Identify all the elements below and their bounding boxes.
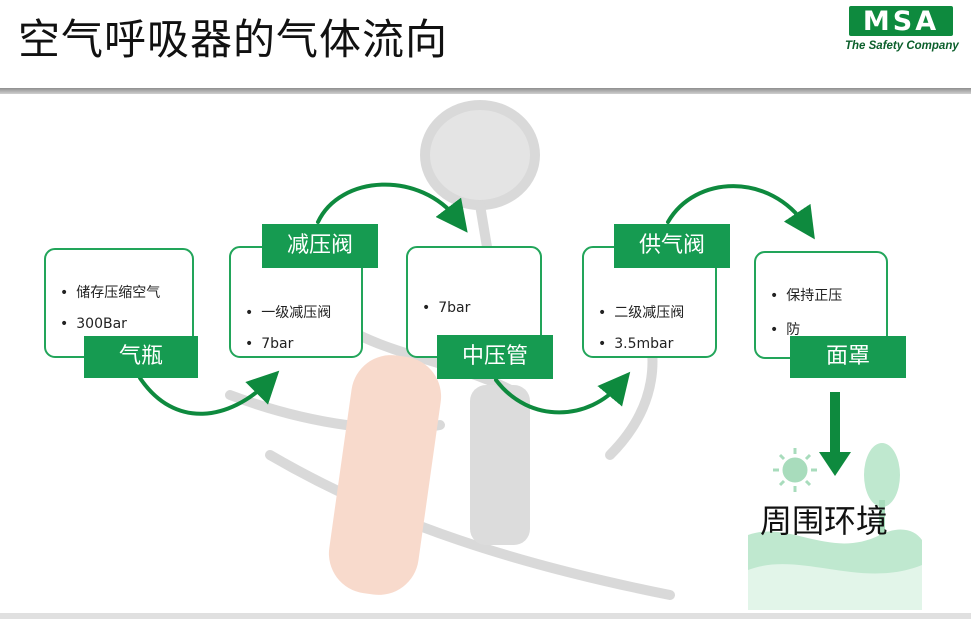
arrow-icon (316, 182, 468, 233)
bullet-text: 保持正压 (770, 285, 842, 305)
flow-label-cylinder: 气瓶 (84, 336, 198, 378)
bullet-text: 3.5mbar (598, 336, 684, 352)
flow-label-medium-pressure-hose: 中压管 (437, 335, 553, 379)
flow-label-face-mask: 面罩 (790, 336, 906, 378)
header-divider (0, 88, 971, 94)
slide-header: 空气呼吸器的气体流向 MSA The Safety Company (0, 0, 971, 88)
arrow-icon (830, 392, 840, 454)
bullet-text: 300Bar (60, 316, 160, 332)
tree-icon (864, 443, 900, 540)
slide-footer (0, 613, 971, 619)
arrow-icon (819, 452, 851, 476)
flow-card-face-mask: 保持正压 防 (754, 251, 888, 359)
logo-mark: MSA (849, 6, 953, 37)
bullet-text: 二级减压阀 (598, 302, 684, 322)
bullet-text: 7bar (245, 336, 331, 352)
sun-icon (773, 448, 817, 492)
arrow-icon (666, 184, 815, 240)
bullet-text: 7bar (422, 300, 470, 316)
logo-tagline: The Safety Company (845, 40, 959, 52)
arrow-icon (494, 371, 631, 415)
environment-illustration (748, 443, 922, 610)
bullet-text: 防 (770, 319, 842, 339)
bullet-text: 储存压缩空气 (60, 282, 160, 302)
flow-label-demand-valve: 供气阀 (614, 224, 730, 268)
flow-label-pressure-reducer: 减压阀 (262, 224, 378, 268)
msa-logo: MSA The Safety Company (845, 6, 959, 60)
arrow-icon (138, 370, 280, 416)
bullet-text: 一级减压阀 (245, 302, 331, 322)
slide-title: 空气呼吸器的气体流向 (18, 15, 449, 64)
environment-label: 周围环境 (760, 502, 889, 540)
